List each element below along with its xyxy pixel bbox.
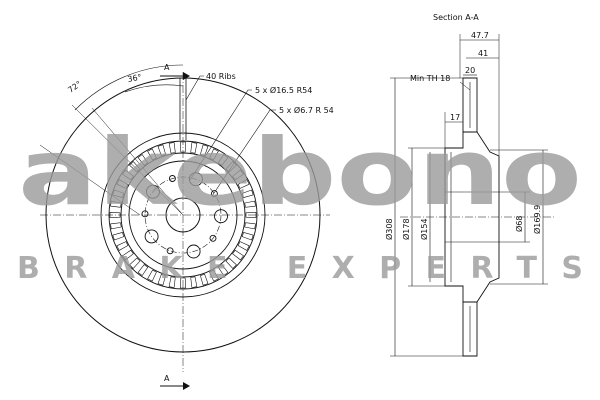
cooling-rib: [225, 161, 237, 173]
angle-arc-36: [124, 84, 184, 93]
cooling-rib: [237, 179, 250, 189]
dim-label-308: Ø308: [384, 218, 394, 240]
cooling-rib: [200, 273, 209, 286]
watermark-logo: akebono: [18, 119, 582, 226]
watermark: akebono BRAKE EXPERTS: [17, 119, 583, 286]
section-view: [390, 34, 555, 357]
section-title: Section A-A: [433, 13, 479, 22]
cooling-rib: [168, 142, 176, 154]
leader-bolt-holes: [189, 89, 252, 181]
cooling-rib: [112, 189, 125, 198]
section-marker-bottom-label: A: [164, 374, 170, 383]
bolt-hole: [186, 244, 201, 259]
cooling-rib: [245, 212, 257, 218]
rib-section-detail: [179, 78, 187, 140]
dim-label-178: Ø178: [401, 218, 411, 240]
small-hole: [166, 247, 174, 255]
friction-ring-bottom: [462, 301, 478, 357]
bolt-hole: [188, 172, 203, 187]
small-hole: [209, 234, 217, 242]
section-arrow-bottom: [183, 382, 190, 390]
cooling-rib: [157, 273, 166, 286]
dim-label-17: 17: [450, 113, 460, 122]
dim-label-154: Ø154: [419, 218, 429, 240]
dim-label-20: 20: [465, 66, 475, 75]
front-view: [39, 64, 330, 390]
cooling-rib: [122, 249, 134, 261]
cooling-rib: [241, 189, 254, 198]
cooling-rib: [109, 212, 121, 218]
small-holes-label: 5 x Ø6.7 R 54: [279, 105, 334, 115]
bolt-hole: [144, 229, 159, 244]
bolt-holes-label: 5 x Ø16.5 R54: [255, 85, 312, 95]
cooling-rib: [200, 144, 209, 157]
cooling-rib: [137, 154, 149, 166]
angle-arc-72: [74, 64, 184, 111]
cooling-rib: [209, 148, 219, 161]
small-hole: [141, 210, 149, 218]
cooling-rib: [157, 144, 166, 157]
angle-label-72: 72°: [66, 79, 83, 95]
min-thickness-label: Min TH 18: [410, 74, 450, 83]
leader-ribs: [185, 75, 204, 101]
section-marker-top-label: A: [164, 63, 170, 72]
angle-ray-36: [91, 107, 184, 216]
cooling-rib: [129, 161, 141, 173]
ribs-label: 40 Ribs: [206, 72, 236, 81]
bolt-hole: [214, 209, 228, 224]
small-hole: [168, 175, 176, 182]
cooling-rib: [112, 232, 125, 241]
small-hole: [210, 190, 218, 198]
leader-min-th: [459, 81, 471, 91]
cooling-rib: [116, 179, 129, 189]
cooling-rib: [190, 276, 198, 288]
cooling-rib: [147, 269, 157, 282]
cooling-rib: [116, 241, 129, 251]
cooling-rib: [209, 269, 219, 282]
cooling-ribs: [109, 141, 257, 289]
cooling-rib: [244, 200, 256, 208]
dim-label-68: Ø68: [514, 216, 524, 232]
cooling-rib: [168, 276, 176, 288]
cooling-rib: [217, 154, 229, 166]
section-arrow-top: [183, 72, 190, 80]
angle-ray-72: [71, 104, 184, 216]
cooling-rib: [237, 241, 250, 251]
cooling-rib: [129, 257, 141, 269]
leader-small-holes: [211, 109, 276, 197]
cooling-rib: [110, 222, 122, 230]
cooling-rib: [180, 277, 186, 289]
cooling-rib: [147, 148, 157, 161]
dim-label-169-9: Ø169.9: [532, 205, 542, 234]
cooling-rib: [217, 264, 229, 276]
leader-left-large: [39, 144, 141, 216]
cooling-rib: [180, 141, 186, 153]
cooling-rib: [122, 169, 134, 181]
cooling-rib: [190, 142, 198, 154]
dim-label-41: 41: [478, 49, 488, 58]
cooling-rib: [244, 222, 256, 230]
cooling-rib: [225, 257, 237, 269]
watermark-tagline: BRAKE EXPERTS: [17, 251, 583, 286]
cooling-rib: [232, 249, 244, 261]
dim-label-47-7: 47.7: [471, 31, 489, 40]
cooling-rib: [241, 232, 254, 241]
cooling-rib: [110, 200, 122, 208]
cooling-rib: [232, 169, 244, 181]
angle-label-36: 36°: [127, 73, 143, 84]
cooling-rib: [137, 264, 149, 276]
